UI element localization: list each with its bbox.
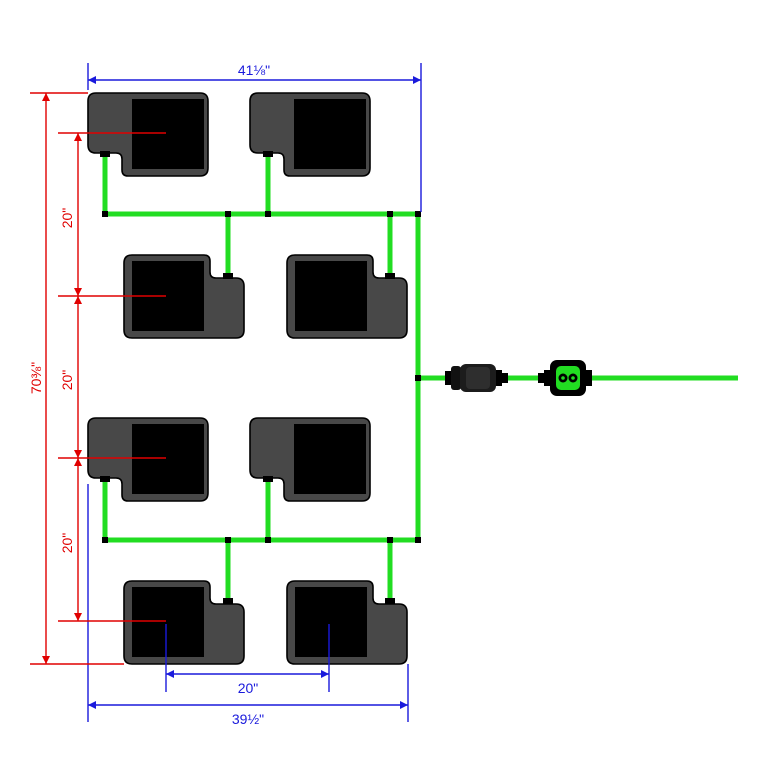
dimension-bottom-width: 39½": [87, 484, 409, 727]
total-height-label: 70⅜": [28, 362, 44, 394]
dimension-pot-spacing: 20": [165, 624, 330, 696]
row-spacing-label-2: 20": [59, 370, 75, 391]
tap-connector-icon: [538, 360, 592, 396]
dimension-total-height: 70⅜": [28, 92, 124, 665]
pot-spacing-label: 20": [238, 680, 259, 696]
dimension-top-width: 41⅛": [87, 62, 422, 212]
row-spacing-label-1: 20": [59, 208, 75, 229]
irrigation-pipes: [102, 157, 738, 601]
inline-filter-icon: [445, 364, 508, 392]
row-spacing-label-3: 20": [59, 533, 75, 554]
pipe-fittings: [100, 151, 421, 604]
bottom-width-label: 39½": [232, 711, 264, 727]
dimension-row-spacings: 20" 20" 20": [58, 132, 166, 622]
top-width-label: 41⅛": [238, 62, 270, 78]
